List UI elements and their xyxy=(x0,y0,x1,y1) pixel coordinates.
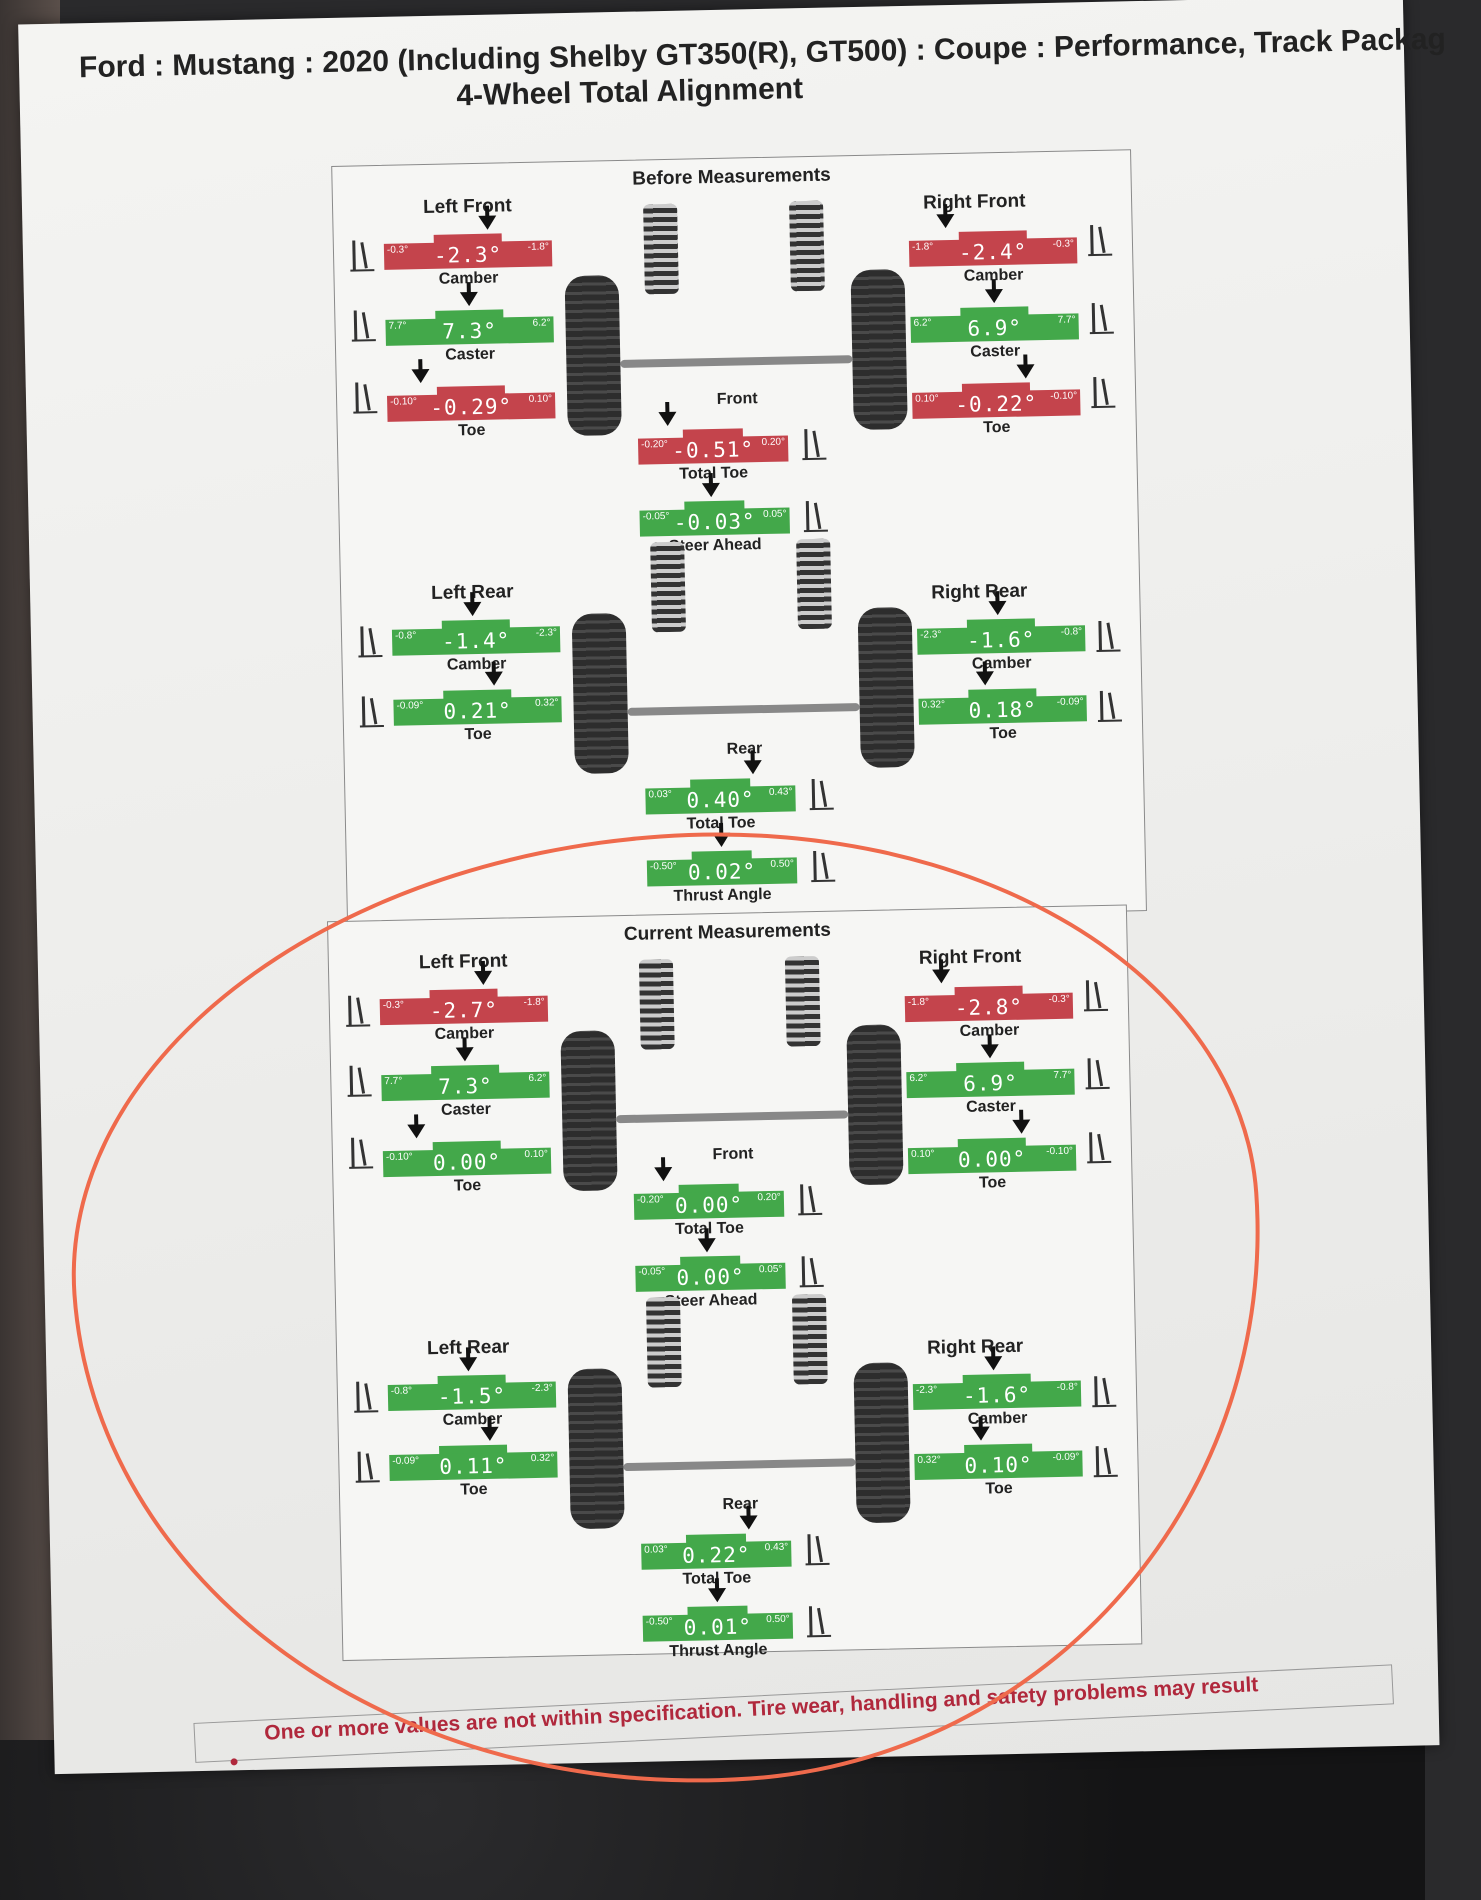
camber-icon xyxy=(1086,221,1115,258)
pointer-arrow-icon xyxy=(701,482,721,498)
gauge-value: 0.21° xyxy=(443,698,512,724)
camber-icon xyxy=(348,236,377,273)
total-toe-icon xyxy=(807,775,836,812)
total-toe-icon xyxy=(796,1180,825,1217)
total-toe-icon xyxy=(803,1530,832,1567)
gauge-value: -0.22° xyxy=(955,391,1038,417)
pointer-arrow-icon xyxy=(743,760,763,775)
right-rear-toe-gauge: 0.32°-0.09°0.18° xyxy=(918,671,1087,725)
right-front-caster-gauge: 6.2°7.7°6.9° xyxy=(910,288,1079,343)
left-front-caster-gauge: 7.7°6.2°7.3° xyxy=(385,291,554,346)
measurement-label: Caster xyxy=(970,342,1021,361)
front-steer-ahead-gauge: -0.05°0.05°-0.03° xyxy=(639,482,790,537)
pointer-arrow-icon xyxy=(936,213,955,229)
axle-label: Rear xyxy=(726,740,763,758)
left-front-camber-gauge: -0.3°-1.8°-2.3° xyxy=(383,215,553,270)
camber-icon xyxy=(352,1377,381,1414)
gauge-value: -2.4° xyxy=(958,239,1028,265)
gauge-value: 0.40° xyxy=(686,787,755,813)
thrust-angle-icon xyxy=(804,1602,833,1639)
gauge-value: -1.4° xyxy=(441,628,511,654)
right-front-camber-gauge: -1.8°-0.3°-2.4° xyxy=(908,213,1078,267)
before-front-suspension-right-wheel xyxy=(850,268,908,431)
pointer-arrow-icon xyxy=(462,601,482,617)
gauge-value: 7.3° xyxy=(442,318,498,344)
alignment-printout: Ford : Mustang : 2020 (Including Shelby … xyxy=(18,0,1446,1775)
gauge-value: -0.51° xyxy=(672,437,755,463)
before-front-suspension-right-spring xyxy=(789,200,825,292)
left-front-toe-gauge: -0.10°0.10°-0.29° xyxy=(387,368,556,422)
measurement-label: Toe xyxy=(989,724,1018,743)
measurement-label: Toe xyxy=(464,725,492,744)
before-rear-suspension-left-spring xyxy=(650,541,687,633)
before-rear-suspension-right-spring xyxy=(796,538,832,630)
before-front-suspension-left-wheel xyxy=(564,274,622,437)
toe-icon xyxy=(353,1447,382,1484)
before-front-suspension-control-arm xyxy=(620,355,853,368)
toe-icon xyxy=(1089,373,1118,410)
before-rear-suspension-left-wheel xyxy=(571,612,629,775)
toe-icon xyxy=(357,692,386,729)
camber-icon xyxy=(1094,617,1123,654)
pointer-arrow-icon xyxy=(976,671,995,686)
pointer-arrow-icon xyxy=(459,291,479,307)
steer-ahead-icon xyxy=(797,1252,826,1289)
measurement-label: Toe xyxy=(457,421,486,440)
measurement-label: Camber xyxy=(971,654,1032,673)
before-rear-suspension-right-wheel xyxy=(857,606,915,769)
rear-total-toe-gauge: 0.03°0.43°0.40° xyxy=(645,760,796,815)
measurement-label: Total Toe xyxy=(679,464,749,483)
left-rear-camber-gauge: -0.8°-2.3°-1.4° xyxy=(391,601,561,656)
caster-icon xyxy=(345,1061,374,1098)
gauge-value: 0.18° xyxy=(968,697,1038,723)
toe-icon xyxy=(1095,687,1124,724)
measurement-label: Toe xyxy=(982,418,1011,437)
pointer-arrow-icon xyxy=(411,368,430,384)
camber-icon xyxy=(1090,1372,1119,1409)
gauge-value: 6.9° xyxy=(967,315,1023,341)
thrust-angle-icon xyxy=(809,847,838,884)
pointer-arrow-icon xyxy=(658,411,677,427)
pointer-arrow-icon xyxy=(1016,364,1036,379)
caster-icon xyxy=(349,306,378,343)
total-toe-icon xyxy=(800,425,829,462)
toe-icon xyxy=(346,1133,375,1170)
camber-icon xyxy=(1081,976,1110,1013)
before-front-suspension-left-spring xyxy=(643,203,679,295)
toe-icon xyxy=(1085,1128,1114,1165)
wheel-position-label: Right Rear xyxy=(931,580,1028,604)
gauge-value: -1.6° xyxy=(966,627,1036,653)
camber-icon xyxy=(343,991,372,1028)
right-rear-camber-gauge: -2.3°-0.8°-1.6° xyxy=(917,600,1086,655)
measurement-label: Camber xyxy=(446,655,507,674)
wheel-position-label: Left Front xyxy=(422,195,512,219)
printout-header: Ford : Mustang : 2020 (Including Shelby … xyxy=(79,23,1446,121)
left-rear-toe-gauge: -0.09°0.32°0.21° xyxy=(393,671,562,726)
pointer-arrow-icon xyxy=(988,600,1007,616)
measurement-label: Caster xyxy=(445,345,496,364)
pointer-arrow-icon xyxy=(484,671,503,686)
caster-icon xyxy=(1083,1054,1112,1091)
toe-icon xyxy=(1091,1442,1120,1479)
pointer-arrow-icon xyxy=(984,288,1004,304)
axle-label: Front xyxy=(716,390,758,408)
gauge-value: -0.29° xyxy=(430,394,513,420)
pointer-arrow-icon xyxy=(478,215,497,230)
camber-icon xyxy=(356,622,385,659)
warning-bullet-icon xyxy=(230,1758,238,1766)
gauge-value: -2.3° xyxy=(433,242,503,268)
toe-icon xyxy=(351,378,380,415)
gauge-value: -0.03° xyxy=(673,509,756,535)
right-front-toe-gauge: 0.10°-0.10°-0.22° xyxy=(912,364,1081,419)
before-rear-suspension-control-arm xyxy=(627,703,860,716)
front-total-toe-gauge: -0.20°0.20°-0.51° xyxy=(637,411,789,465)
caster-icon xyxy=(1087,299,1116,336)
steer-ahead-icon xyxy=(801,497,830,534)
wheel-position-label: Right Front xyxy=(922,190,1026,214)
